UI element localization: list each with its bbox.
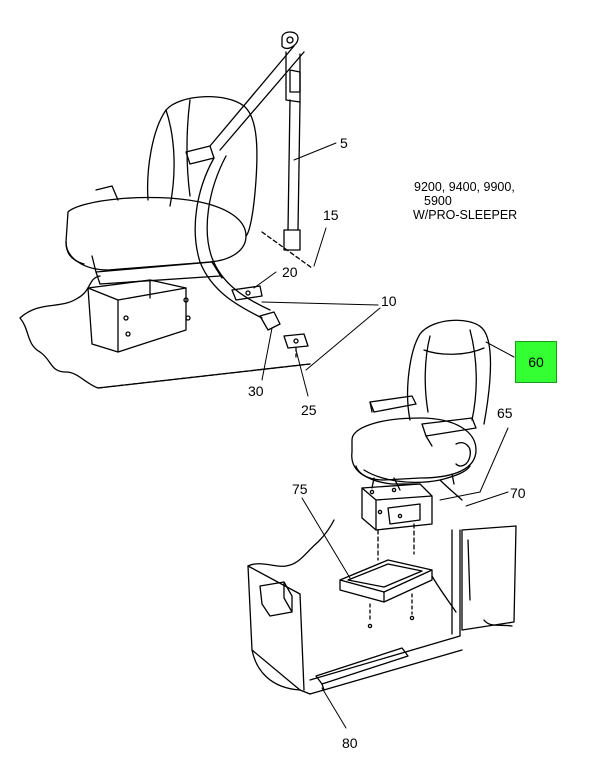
callout-60-highlight[interactable]: 60 [515, 341, 557, 383]
leader-lines [253, 142, 515, 729]
callout-60: 60 [528, 354, 544, 370]
lower-seat-illustration [247, 319, 517, 695]
callout-80: 80 [342, 735, 358, 751]
callout-25: 25 [301, 402, 317, 418]
upper-seat-illustration [19, 31, 313, 389]
model-note-line-1: 9200, 9400, 9900, [414, 180, 515, 194]
callout-20: 20 [282, 264, 298, 280]
callout-70: 70 [510, 485, 526, 501]
callout-labels: 5 15 20 10 30 25 65 70 75 80 [248, 135, 526, 751]
callout-5: 5 [340, 135, 348, 151]
model-note: 9200, 9400, 9900, 5900 W/PRO-SLEEPER [413, 180, 517, 222]
model-note-line-2: 5900 [424, 194, 452, 208]
callout-75: 75 [292, 481, 308, 497]
callout-15: 15 [323, 207, 339, 223]
callout-65: 65 [497, 405, 513, 421]
model-note-line-3: W/PRO-SLEEPER [413, 208, 517, 222]
callout-10: 10 [381, 293, 397, 309]
callout-30: 30 [248, 383, 264, 399]
